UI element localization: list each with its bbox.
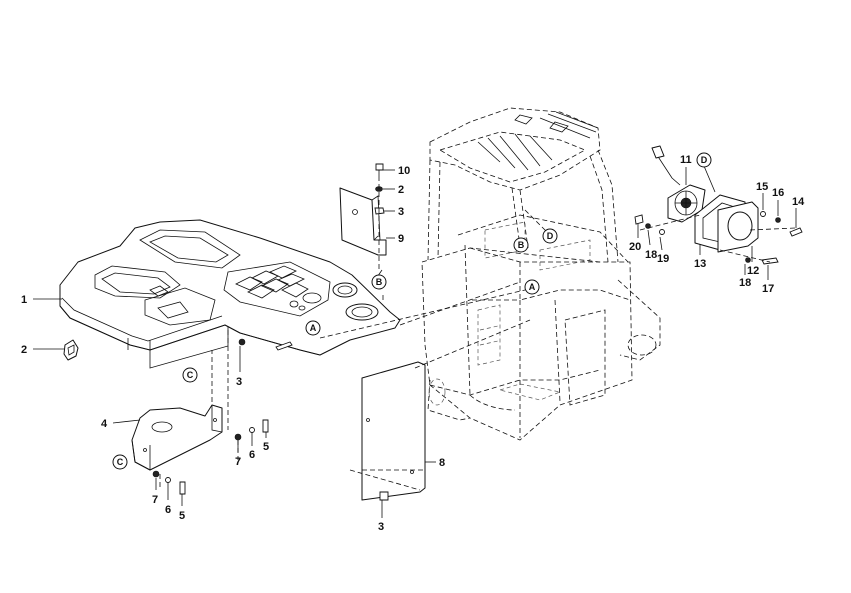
callout-4: 4: [101, 418, 108, 430]
callout-16: 16: [772, 187, 784, 199]
callout-13: 13: [694, 258, 706, 270]
svg-text:C: C: [117, 457, 124, 467]
callout-12: 12: [747, 265, 759, 277]
badge-b-bracket: B: [371, 274, 387, 290]
callout-17: 17: [762, 283, 774, 295]
callout-20: 20: [629, 241, 641, 253]
truck-frame: [421, 107, 661, 441]
hardware: [152, 163, 803, 501]
side-panel: [361, 361, 426, 501]
callout-5: 5: [179, 510, 185, 522]
badge-d-frame: D: [542, 228, 558, 244]
callout-18: 18: [645, 249, 657, 261]
callout-18: 18: [739, 277, 751, 289]
svg-text:B: B: [376, 277, 383, 287]
callout-10: 10: [398, 165, 410, 177]
small-knob-part-2: [63, 339, 79, 361]
svg-text:A: A: [310, 323, 317, 333]
mounting-plate: [131, 404, 223, 471]
badge-c-cover: C: [182, 367, 198, 383]
callout-7: 7: [235, 456, 241, 468]
svg-text:D: D: [547, 231, 554, 241]
callout-6: 6: [249, 449, 255, 461]
svg-text:A: A: [529, 282, 536, 292]
badge-d-fan: D: [696, 152, 712, 168]
reference-badges: A A B B C C D D: [112, 152, 712, 470]
assembly-lines: [159, 176, 796, 491]
leader-lines: [33, 165, 797, 518]
badge-c-plate: C: [112, 454, 128, 470]
svg-text:C: C: [187, 370, 194, 380]
fan-assembly: [651, 145, 759, 253]
callout-9: 9: [398, 233, 404, 245]
callout-1: 1: [21, 294, 27, 306]
callout-8: 8: [439, 457, 445, 469]
badge-b-frame: B: [513, 237, 529, 253]
callout-2: 2: [398, 184, 404, 196]
svg-text:D: D: [701, 155, 708, 165]
badge-a-frame: A: [524, 279, 540, 295]
callout-labels: 1 2 3 4 5 6 7 7 6 5 8 3 10 2 3 9 11 12 1…: [21, 154, 805, 533]
svg-text:B: B: [518, 240, 525, 250]
callout-14: 14: [792, 196, 805, 208]
callout-3: 3: [398, 206, 404, 218]
callout-5: 5: [263, 441, 269, 453]
callout-11: 11: [680, 154, 692, 166]
badge-a-cover: A: [305, 320, 321, 336]
callout-3: 3: [236, 376, 242, 388]
callout-6: 6: [165, 504, 171, 516]
callout-19: 19: [657, 253, 669, 265]
callout-7: 7: [152, 494, 158, 506]
callout-2: 2: [21, 344, 27, 356]
callout-3: 3: [378, 521, 384, 533]
callout-15: 15: [756, 181, 768, 193]
